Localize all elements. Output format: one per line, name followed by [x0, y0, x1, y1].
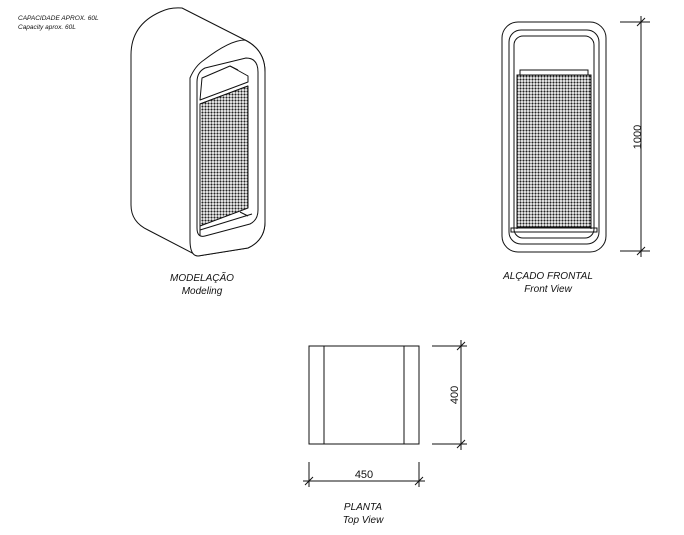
front-outer-frame	[501, 21, 607, 253]
height-dimension	[620, 16, 650, 257]
model-mesh-panel	[199, 85, 249, 227]
top-outline	[308, 345, 420, 445]
isometric-model	[130, 7, 266, 257]
front-opening	[513, 35, 595, 239]
front-lid	[519, 69, 589, 76]
top-view-title-pt: PLANTA	[343, 502, 383, 513]
top-view-title-en: Top View	[342, 515, 384, 526]
depth-dimension	[432, 340, 467, 450]
front-view-title-pt: ALÇADO FRONTAL	[503, 271, 593, 282]
front-mesh-panel	[516, 74, 592, 228]
modeling-title-pt: MODELAÇÃO	[170, 273, 234, 284]
height-dimension-label: 1000	[632, 125, 644, 149]
depth-dimension-label: 400	[449, 386, 461, 404]
capacity-note-en: Capacity aprox. 60L	[18, 24, 76, 31]
model-front-opening	[196, 57, 259, 237]
top-view-caption: PLANTA Top View	[343, 501, 384, 527]
front-base-rail	[510, 227, 598, 233]
front-view	[501, 21, 607, 253]
front-view-caption: ALÇADO FRONTAL Front View	[503, 270, 593, 296]
front-inner-frame	[508, 29, 600, 245]
top-view	[308, 345, 420, 445]
width-dimension	[303, 462, 425, 487]
modeling-title-en: Modeling	[181, 286, 223, 297]
capacity-note-pt: CAPACIDADE APROX. 60L	[18, 15, 99, 22]
modeling-caption: MODELAÇÃO Modeling	[170, 272, 234, 298]
front-view-title-en: Front View	[524, 284, 572, 295]
width-dimension-label: 450	[355, 469, 373, 481]
model-lid	[199, 65, 249, 101]
